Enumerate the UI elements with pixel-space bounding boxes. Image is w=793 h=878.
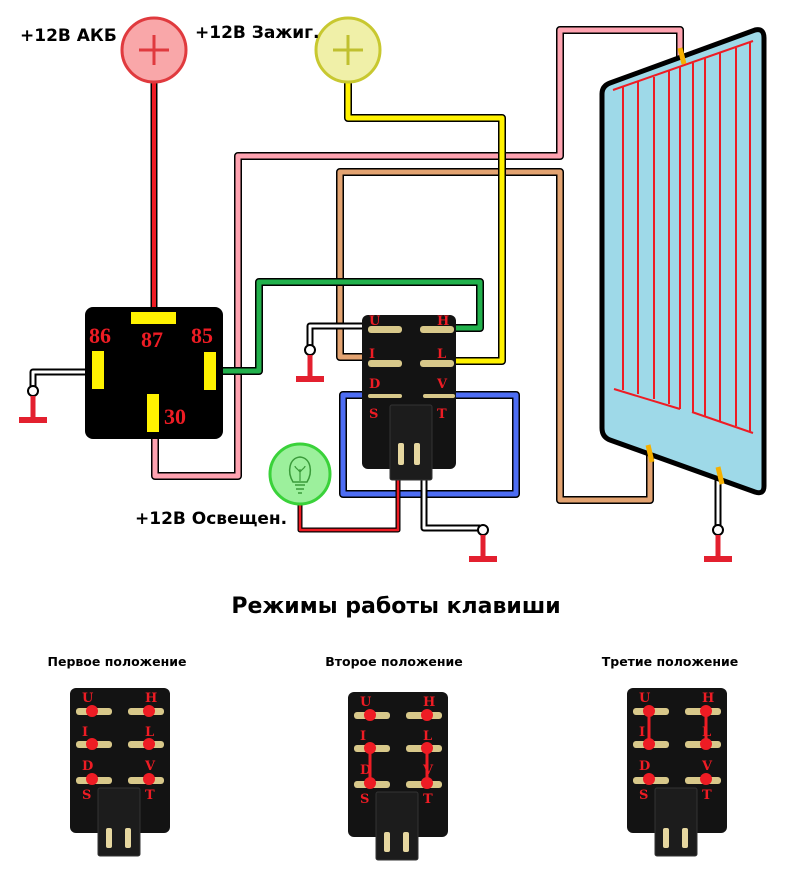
mode-pin-H: H xyxy=(145,691,157,706)
modes-title: Режимы работы клавиши xyxy=(231,594,560,619)
relay-pin-30: 30 xyxy=(164,404,186,429)
mode-pin-L: L xyxy=(423,729,432,744)
contact-dot-V xyxy=(421,777,433,789)
switch-pin-V: V xyxy=(436,377,448,392)
switch-pin-I: I xyxy=(369,347,375,362)
mode-pin-T: T xyxy=(145,788,155,803)
mode-pin-T: T xyxy=(702,788,712,803)
mode-pin-I: I xyxy=(82,725,88,740)
ground-icon xyxy=(18,385,48,424)
mode-pin-U: U xyxy=(360,695,372,710)
mode-pin-S: S xyxy=(82,788,91,803)
contact-dot-I xyxy=(643,738,655,750)
relay-pin-87: 87 xyxy=(141,327,163,352)
mode-pin-V: V xyxy=(701,759,713,774)
switch-pin-D: D xyxy=(369,377,380,392)
mode-pin-I: I xyxy=(639,725,645,740)
mode-label-3: Третие положение xyxy=(602,654,739,669)
relay-pin-86: 86 xyxy=(89,323,111,348)
rocker-switch: U I D S H L V T xyxy=(362,314,456,481)
mode-pin-D: D xyxy=(82,759,93,774)
contact-dot-I xyxy=(86,738,98,750)
relay-terminal-86 xyxy=(92,351,104,389)
relay-pin-85: 85 xyxy=(191,323,213,348)
mode-pin-I: I xyxy=(360,729,366,744)
contact-dot-L xyxy=(700,738,712,750)
contact-dot-V xyxy=(143,773,155,785)
contact-dot-H xyxy=(700,705,712,717)
contact-dot-H xyxy=(421,709,433,721)
contact-dot-H xyxy=(143,705,155,717)
switch-pin-U: U xyxy=(369,314,381,329)
contact-dot-D xyxy=(364,777,376,789)
mode-pin-H: H xyxy=(702,691,714,706)
mode-pin-D: D xyxy=(360,763,371,778)
relay-terminal-85 xyxy=(204,352,216,390)
heater-element xyxy=(599,27,767,496)
contact-dot-U xyxy=(364,709,376,721)
relay: 86 87 85 30 xyxy=(85,307,223,439)
mode-pin-S: S xyxy=(639,788,648,803)
mode-pin-U: U xyxy=(639,691,651,706)
wire-ignition xyxy=(344,82,506,365)
contact-dot-U xyxy=(86,705,98,717)
ignition-plus-icon xyxy=(314,16,382,84)
ground-icon xyxy=(703,524,733,563)
mode-pin-U: U xyxy=(82,691,94,706)
switch-pin-S: S xyxy=(369,407,378,422)
mode-label-2: Второе положение xyxy=(325,654,462,669)
contact-dot-D xyxy=(86,773,98,785)
mode-pin-V: V xyxy=(144,759,156,774)
mode-pin-H: H xyxy=(423,695,435,710)
lighting-bulb-icon xyxy=(268,442,332,506)
mode-label-1: Первое положение xyxy=(48,654,187,669)
contact-dot-L xyxy=(143,738,155,750)
ground-icon xyxy=(295,344,325,383)
mode-pin-S: S xyxy=(360,792,369,807)
lighting-label: +12В Освещен. xyxy=(135,509,287,529)
relay-terminal-87 xyxy=(131,312,176,324)
wire-tan xyxy=(336,168,654,504)
switch-contacts xyxy=(368,326,455,398)
relay-terminal-30 xyxy=(147,394,159,432)
contact-dot-U xyxy=(643,705,655,717)
wire-green xyxy=(222,278,484,375)
switch-pin-L: L xyxy=(437,347,446,362)
contact-dot-D xyxy=(643,773,655,785)
mode-pin-L: L xyxy=(145,725,154,740)
wire-pink xyxy=(151,26,684,480)
wire-blue xyxy=(339,391,520,498)
switch-pin-T: T xyxy=(437,407,447,422)
mode-pin-T: T xyxy=(423,792,433,807)
mode-switch-1: U H I L D V S T xyxy=(70,688,170,857)
wire-ground xyxy=(29,322,722,532)
contact-dot-L xyxy=(421,742,433,754)
switch-pin-H: H xyxy=(437,314,449,329)
contact-dot-V xyxy=(700,773,712,785)
battery-label: +12В АКБ xyxy=(20,26,117,46)
ignition-label: +12В Зажиг. xyxy=(195,23,320,43)
contact-dot-I xyxy=(364,742,376,754)
heater-traces xyxy=(612,40,754,434)
wire-lighting xyxy=(297,468,401,533)
mode-pin-D: D xyxy=(639,759,650,774)
battery-plus-icon xyxy=(120,16,188,84)
